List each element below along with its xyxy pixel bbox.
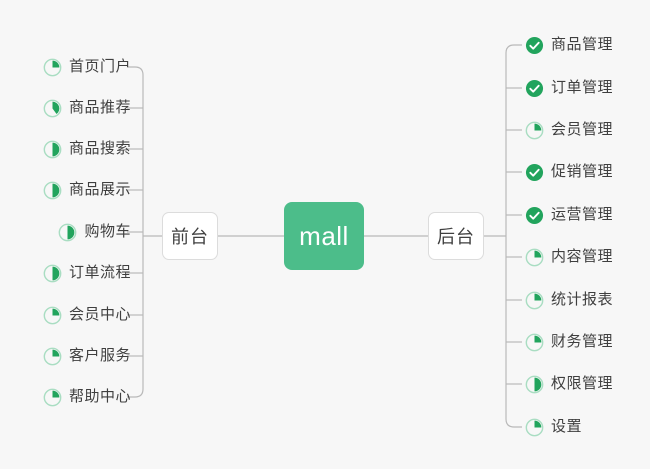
branch-node-front-label: 前台 <box>171 227 209 247</box>
leaf-node-label: 客户服务 <box>68 347 131 364</box>
pie-progress-icon <box>525 375 544 393</box>
leaf-node-label: 订单管理 <box>551 79 614 96</box>
leaf-node-label: 帮助中心 <box>68 388 131 405</box>
leaf-node[interactable]: 客户服务 <box>43 344 131 368</box>
check-circle-icon <box>525 163 544 181</box>
leaf-node-label: 商品管理 <box>551 36 614 53</box>
leaf-node[interactable]: 商品搜索 <box>43 137 131 161</box>
pie-progress-icon <box>43 264 62 282</box>
leaf-node-label: 统计报表 <box>551 291 614 308</box>
root-node-mall[interactable]: mall <box>284 202 364 270</box>
leaf-node-label: 商品展示 <box>68 181 131 198</box>
leaf-node-label: 商品推荐 <box>68 99 131 116</box>
leaf-node[interactable]: 订单管理 <box>525 76 613 100</box>
pie-progress-icon <box>525 333 544 351</box>
pie-progress-icon <box>43 58 62 76</box>
leaf-node-label: 设置 <box>551 418 583 435</box>
pie-progress-icon <box>525 121 544 139</box>
leaf-node-label: 会员管理 <box>551 121 614 138</box>
leaf-node-label: 首页门户 <box>68 58 131 75</box>
branch-node-front[interactable]: 前台 <box>162 212 218 260</box>
leaf-node[interactable]: 内容管理 <box>525 245 613 269</box>
leaf-node[interactable]: 订单流程 <box>43 261 131 285</box>
pie-progress-icon <box>43 347 62 365</box>
check-circle-icon <box>525 79 544 97</box>
leaf-node[interactable]: 会员中心 <box>43 303 131 327</box>
leaf-node-label: 会员中心 <box>68 306 131 323</box>
leaf-node[interactable]: 促销管理 <box>525 160 613 184</box>
right-bracket-spine <box>505 44 522 428</box>
leaf-node[interactable]: 运营管理 <box>525 203 613 227</box>
pie-progress-icon <box>43 306 62 324</box>
leaf-node[interactable]: 权限管理 <box>525 372 613 396</box>
leaf-node-label: 购物车 <box>84 223 131 240</box>
leaf-node[interactable]: 商品推荐 <box>43 96 131 120</box>
pie-progress-icon <box>43 99 62 117</box>
leaf-node[interactable]: 商品展示 <box>43 178 131 202</box>
leaf-node-label: 内容管理 <box>551 248 614 265</box>
leaf-node[interactable]: 帮助中心 <box>43 385 131 409</box>
leaf-node[interactable]: 购物车 <box>58 220 131 244</box>
leaf-node-label: 财务管理 <box>551 333 614 350</box>
pie-progress-icon <box>59 223 77 241</box>
check-circle-icon <box>525 206 544 224</box>
leaf-node-label: 订单流程 <box>68 264 131 281</box>
pie-progress-icon <box>525 248 544 266</box>
root-node-label: mall <box>299 220 349 251</box>
branch-node-back[interactable]: 后台 <box>428 212 484 260</box>
leaf-node[interactable]: 首页门户 <box>43 55 131 79</box>
leaf-node[interactable]: 商品管理 <box>525 33 613 57</box>
pie-progress-icon <box>43 140 62 158</box>
branch-node-back-label: 后台 <box>437 227 475 247</box>
check-circle-icon <box>525 36 544 54</box>
leaf-node[interactable]: 设置 <box>525 415 582 439</box>
leaf-node-label: 促销管理 <box>551 163 614 180</box>
leaf-node-label: 商品搜索 <box>68 140 131 157</box>
leaf-node[interactable]: 财务管理 <box>525 330 613 354</box>
pie-progress-icon <box>43 388 62 406</box>
pie-progress-icon <box>43 181 62 199</box>
leaf-node-label: 权限管理 <box>551 375 614 392</box>
leaf-node[interactable]: 统计报表 <box>525 288 613 312</box>
leaf-node[interactable]: 会员管理 <box>525 118 613 142</box>
pie-progress-icon <box>525 418 544 436</box>
leaf-node-label: 运营管理 <box>551 206 614 223</box>
pie-progress-icon <box>525 291 544 309</box>
